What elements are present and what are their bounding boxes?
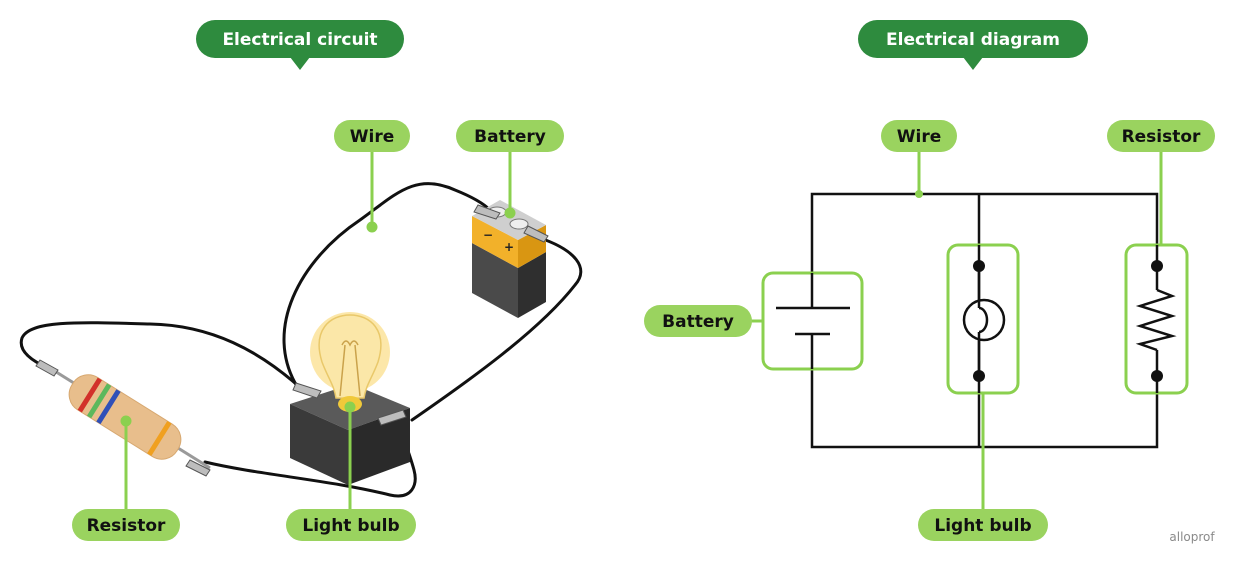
label-resistor-right: Resistor: [1107, 120, 1215, 152]
label-battery-left-text: Battery: [474, 127, 546, 147]
label-resistor-left: Resistor: [72, 509, 180, 541]
schematic-resistor-symbol: [1124, 243, 1189, 395]
title-electrical-circuit: Electrical circuit: [196, 20, 404, 70]
label-wire-right: Wire: [881, 120, 957, 152]
alloprof-logo: alloprof: [1169, 530, 1215, 544]
label-battery-left: Battery: [456, 120, 564, 152]
battery-component: − +: [472, 200, 549, 318]
label-light-bulb-left-text: Light bulb: [302, 516, 399, 536]
label-resistor-left-text: Resistor: [87, 516, 166, 536]
title-electrical-diagram-text: Electrical diagram: [886, 30, 1060, 50]
title-electrical-diagram: Electrical diagram: [858, 20, 1088, 70]
label-battery-right: Battery: [644, 305, 752, 337]
schematic-light-bulb-symbol: [946, 243, 1020, 395]
battery-negative-sign: −: [483, 228, 493, 242]
circuit-leader-lines: [120, 152, 516, 509]
label-light-bulb-right: Light bulb: [918, 509, 1048, 541]
label-wire-right-text: Wire: [897, 127, 942, 147]
label-light-bulb-right-text: Light bulb: [934, 516, 1031, 536]
label-battery-right-text: Battery: [662, 312, 734, 332]
label-wire-left: Wire: [334, 120, 410, 152]
schematic-battery-symbol: [761, 271, 864, 371]
battery-positive-sign: +: [504, 240, 514, 254]
label-resistor-right-text: Resistor: [1122, 127, 1201, 147]
label-light-bulb-left: Light bulb: [286, 509, 416, 541]
title-electrical-circuit-text: Electrical circuit: [222, 30, 377, 50]
label-wire-left-text: Wire: [350, 127, 395, 147]
